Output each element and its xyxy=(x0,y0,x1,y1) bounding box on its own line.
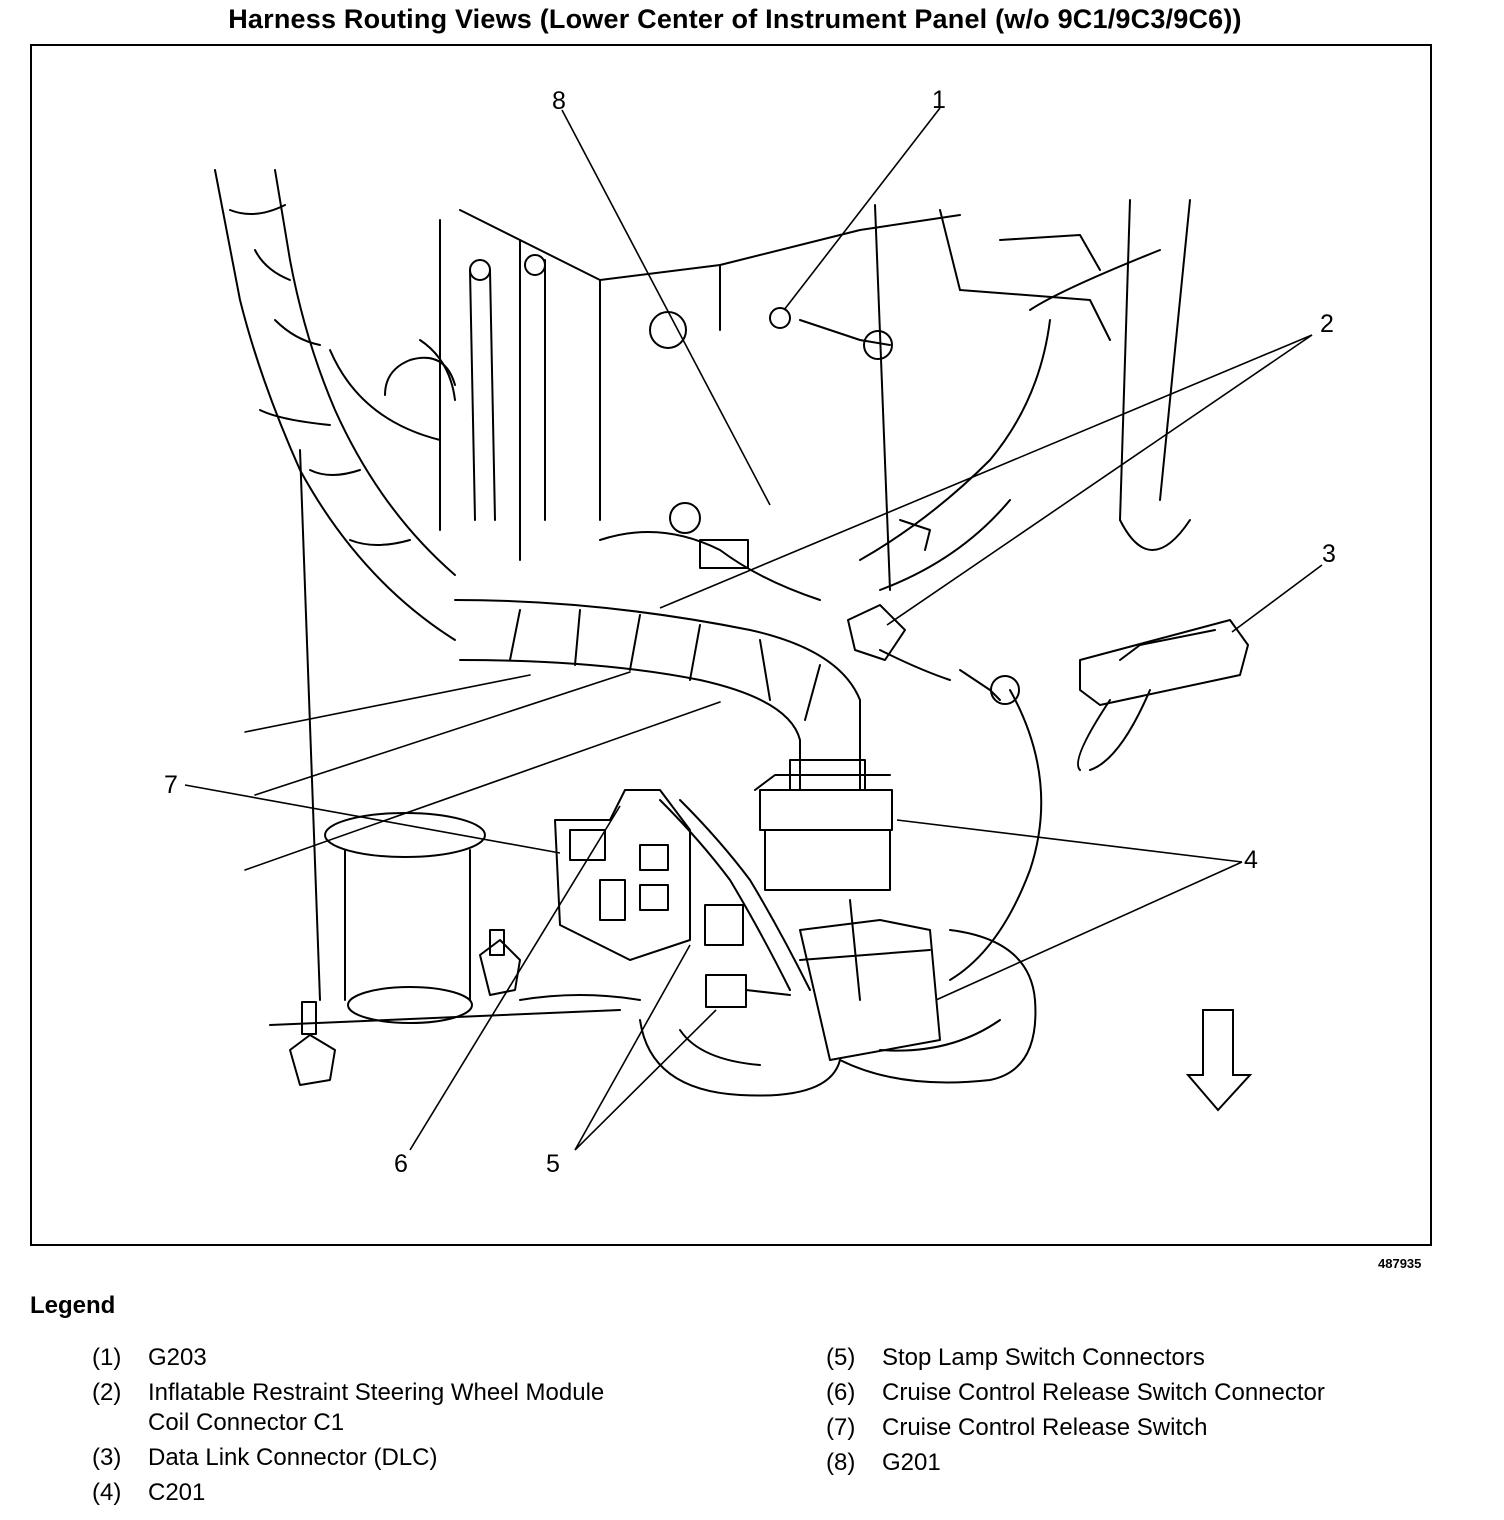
callout-2: 2 xyxy=(1320,310,1334,338)
panel-bracket-shape xyxy=(439,199,1191,591)
forward-arrow-icon xyxy=(1185,1009,1253,1112)
legend-item-text: Inflatable Restraint Steering Wheel Modu… xyxy=(148,1379,605,1436)
callout-6: 6 xyxy=(394,1150,408,1178)
legend-item: (2) Inflatable Restraint Steering Wheel … xyxy=(92,1378,604,1438)
legend-item-number: (7) xyxy=(826,1414,856,1441)
callout-7: 7 xyxy=(164,771,178,799)
legend-item-number: (1) xyxy=(92,1344,122,1371)
legend-item-text: C201 xyxy=(148,1479,206,1506)
ground-studs-shape xyxy=(269,929,641,1086)
legend-item: (6) Cruise Control Release Switch Connec… xyxy=(826,1378,1325,1408)
callout-1: 1 xyxy=(932,86,946,114)
legend-item-text: Cruise Control Release Switch Connector xyxy=(882,1379,1325,1406)
legend-item: (7) Cruise Control Release Switch xyxy=(826,1413,1325,1443)
legend-column-left: (1) G203 (2) Inflatable Restraint Steeri… xyxy=(92,1343,604,1513)
legend-item: (8) G201 xyxy=(826,1448,1325,1478)
perspective-lines-shape xyxy=(244,671,721,871)
callout-8: 8 xyxy=(552,87,566,115)
steering-column-shape xyxy=(299,339,486,1024)
leader-lines xyxy=(184,107,1323,1151)
callout-4: 4 xyxy=(1244,846,1258,874)
legend-title: Legend xyxy=(30,1292,116,1319)
legend-item: (5) Stop Lamp Switch Connectors xyxy=(826,1343,1325,1373)
center-harness-bundle-shape xyxy=(454,249,1161,791)
left-harness-bundle-shape xyxy=(214,169,456,641)
cruise-switch-shape xyxy=(554,789,811,991)
legend-item-number: (8) xyxy=(826,1449,856,1476)
c201-connector-shape xyxy=(754,759,941,1061)
legend-item-text: G203 xyxy=(148,1344,207,1371)
legend-item-number: (2) xyxy=(92,1379,122,1406)
stop-lamp-connectors-shape xyxy=(704,904,791,1008)
callout-3: 3 xyxy=(1322,540,1336,568)
legend-item: (4) C201 xyxy=(92,1478,604,1508)
legend-item-text: Cruise Control Release Switch xyxy=(882,1414,1208,1441)
legend-item-number: (4) xyxy=(92,1479,122,1506)
legend-item-text: G201 xyxy=(882,1449,941,1476)
legend-item-text: Stop Lamp Switch Connectors xyxy=(882,1344,1205,1371)
lower-harness-loop-shape xyxy=(639,689,1043,1097)
coil-connector-shape xyxy=(699,519,1020,705)
legend-item-text: Data Link Connector (DLC) xyxy=(148,1444,438,1471)
dlc-shape xyxy=(1077,619,1249,771)
callout-5: 5 xyxy=(546,1150,560,1178)
figure-id: 487935 xyxy=(1378,1256,1422,1271)
diagram-title: Harness Routing Views (Lower Center of I… xyxy=(228,4,1242,34)
legend-item: (1) G203 xyxy=(92,1343,604,1373)
legend-column-right: (5) Stop Lamp Switch Connectors (6) Crui… xyxy=(826,1343,1325,1483)
legend-item-number: (3) xyxy=(92,1444,122,1471)
legend-item: (3) Data Link Connector (DLC) xyxy=(92,1443,604,1473)
legend-item-number: (5) xyxy=(826,1344,856,1371)
legend-item-number: (6) xyxy=(826,1379,856,1406)
diagram-frame xyxy=(30,44,1432,1246)
